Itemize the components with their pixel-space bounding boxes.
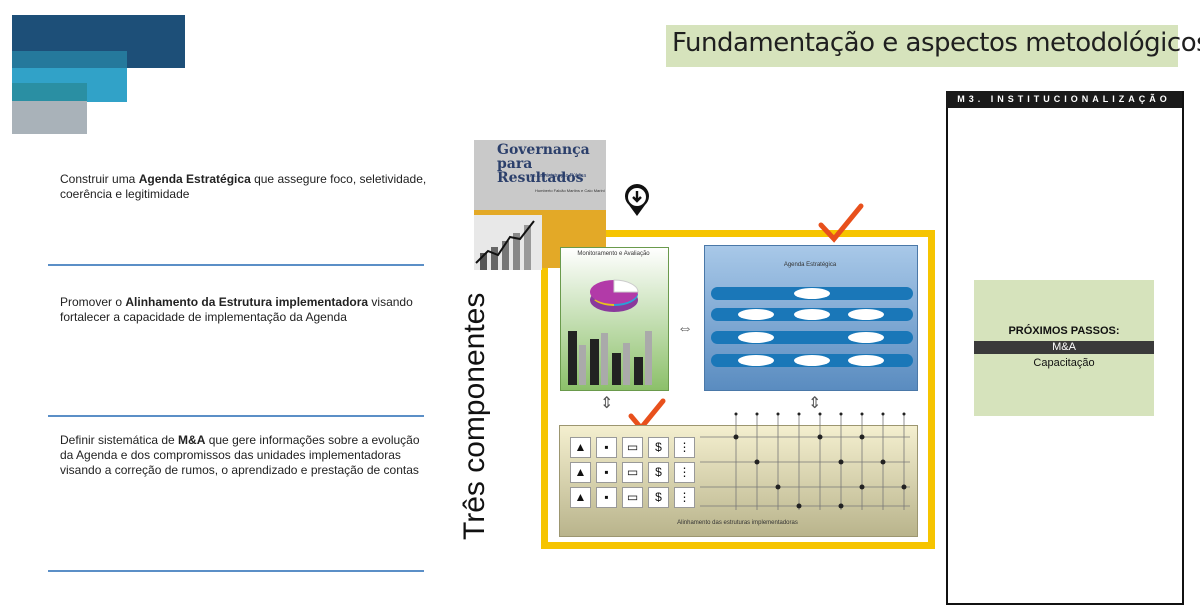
divider	[48, 570, 424, 572]
agenda-node	[738, 309, 774, 320]
process-icon: ⋮	[674, 487, 695, 508]
person-icon: ▲	[570, 487, 591, 508]
monitor-icon: ▭	[622, 487, 643, 508]
double-arrow-icon: ⇕	[600, 395, 614, 412]
panel-header: M3. INSTITUCIONALIZAÇÃO	[946, 91, 1182, 108]
alignment-matrix	[700, 412, 910, 510]
next-step-item: Capacitação	[1033, 357, 1095, 369]
next-steps-title: PRÓXIMOS PASSOS:	[1008, 325, 1120, 337]
title-banner	[666, 25, 1178, 67]
dollar-icon: $	[648, 462, 669, 483]
book-subtitle: na Administração Pública	[530, 173, 587, 179]
org-chart-icon: ▪	[596, 437, 617, 458]
process-icon: ⋮	[674, 462, 695, 483]
vertical-label: Três componentes	[458, 292, 491, 540]
book-authors: Humberto Falcão Martins e Caio Marini	[535, 188, 605, 193]
checkmark-icon	[818, 203, 864, 243]
growth-chart-image	[474, 215, 542, 270]
agenda-node	[794, 355, 830, 366]
double-arrow-icon: ⇕	[808, 395, 822, 412]
agenda-node	[738, 332, 774, 343]
dollar-icon: $	[648, 487, 669, 508]
person-icon: ▲	[570, 462, 591, 483]
book-title: Governança para Resultados	[497, 142, 590, 186]
next-step-item: M&A	[1052, 341, 1076, 353]
agenda-node	[794, 288, 830, 299]
org-chart-icon: ▪	[596, 487, 617, 508]
double-arrow-icon: ⇔	[677, 320, 693, 337]
panel-alinhamento	[559, 425, 918, 537]
bullet-ma: Definir sistemática de M&A que gere info…	[60, 433, 420, 477]
divider	[48, 264, 424, 266]
person-icon: ▲	[570, 437, 591, 458]
org-chart-icon: ▪	[596, 462, 617, 483]
panel-ae-title: Agenda Estratégica	[783, 262, 837, 268]
dollar-icon: $	[648, 437, 669, 458]
download-pin-icon	[625, 184, 649, 216]
agenda-node	[738, 355, 774, 366]
book-cover-top	[474, 140, 606, 210]
agenda-node	[848, 332, 884, 343]
bullet-alinhamento: Promover o Alinhamento da Estrutura impl…	[60, 295, 413, 324]
process-icon: ⋮	[674, 437, 695, 458]
page-title: Fundamentação e aspectos metodológicos	[672, 28, 1200, 58]
bullet-agenda: Construir uma Agenda Estratégica que ass…	[60, 172, 427, 201]
decorative-block	[12, 101, 87, 134]
monitor-icon: ▭	[622, 437, 643, 458]
agenda-node	[848, 309, 884, 320]
monitor-icon: ▭	[622, 462, 643, 483]
bar-graphic	[568, 331, 652, 385]
divider	[48, 415, 424, 417]
agenda-node	[794, 309, 830, 320]
highlight-bar	[974, 341, 1154, 354]
agenda-node	[848, 355, 884, 366]
pie-chart-icon	[590, 279, 639, 312]
decorative-block	[12, 83, 87, 103]
panel-ma-title: Monitoramento e Avaliação	[577, 251, 650, 257]
panel-al-title: Alinhamento das estruturas implementador…	[677, 520, 798, 526]
